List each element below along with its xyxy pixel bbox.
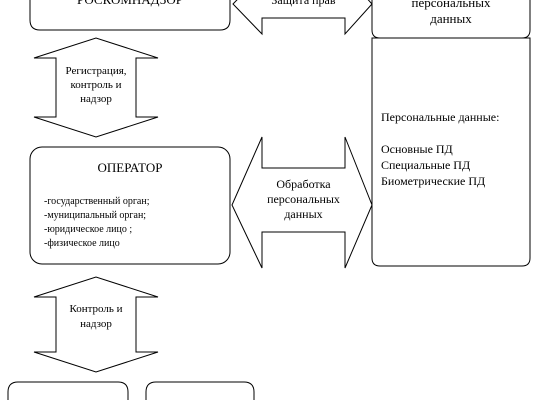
personal-data-item: Биометрические ПД <box>381 174 486 188</box>
top-box-label: РОСКОМНАДЗОР <box>30 0 230 8</box>
subject-box-line2: данных <box>430 11 472 26</box>
personal-data-box <box>371 37 531 267</box>
left-arrow-1-line2: контроль и <box>70 79 122 91</box>
middle-arrow-line1: Обработка <box>276 177 331 191</box>
top-box <box>29 0 231 31</box>
left-arrow-2 <box>33 276 159 373</box>
middle-arrow <box>231 136 373 269</box>
operator-item: -государственный орган; <box>44 196 150 207</box>
left-arrow-1 <box>33 37 159 138</box>
personal-data-title: Персональные данные: <box>381 110 500 124</box>
left-arrow-2-line2: надзор <box>80 318 112 330</box>
subject-box-line1: персональных <box>411 0 491 10</box>
middle-arrow-line2: персональных <box>267 192 340 206</box>
left-arrow-1-line3: надзор <box>80 93 112 105</box>
left-arrow-2-line1: Контроль и <box>69 303 123 315</box>
operator-item: -муниципальный орган; <box>44 210 147 221</box>
personal-data-item: Специальные ПД <box>381 158 471 172</box>
operator-box <box>29 146 231 265</box>
middle-arrow-line3: данных <box>284 207 323 221</box>
operator-title: ОПЕРАТОР <box>97 160 163 175</box>
left-arrow-1-line1: Регистрация, <box>65 65 127 77</box>
operator-item: -физическое лицо <box>44 238 120 249</box>
top-arrow-label: Защита прав <box>271 0 336 7</box>
personal-data-item: Основные ПД <box>381 142 453 156</box>
operator-item: -юридическое лицо ; <box>44 224 133 235</box>
bottom-box-right <box>145 381 255 400</box>
bottom-box-left <box>7 381 129 400</box>
